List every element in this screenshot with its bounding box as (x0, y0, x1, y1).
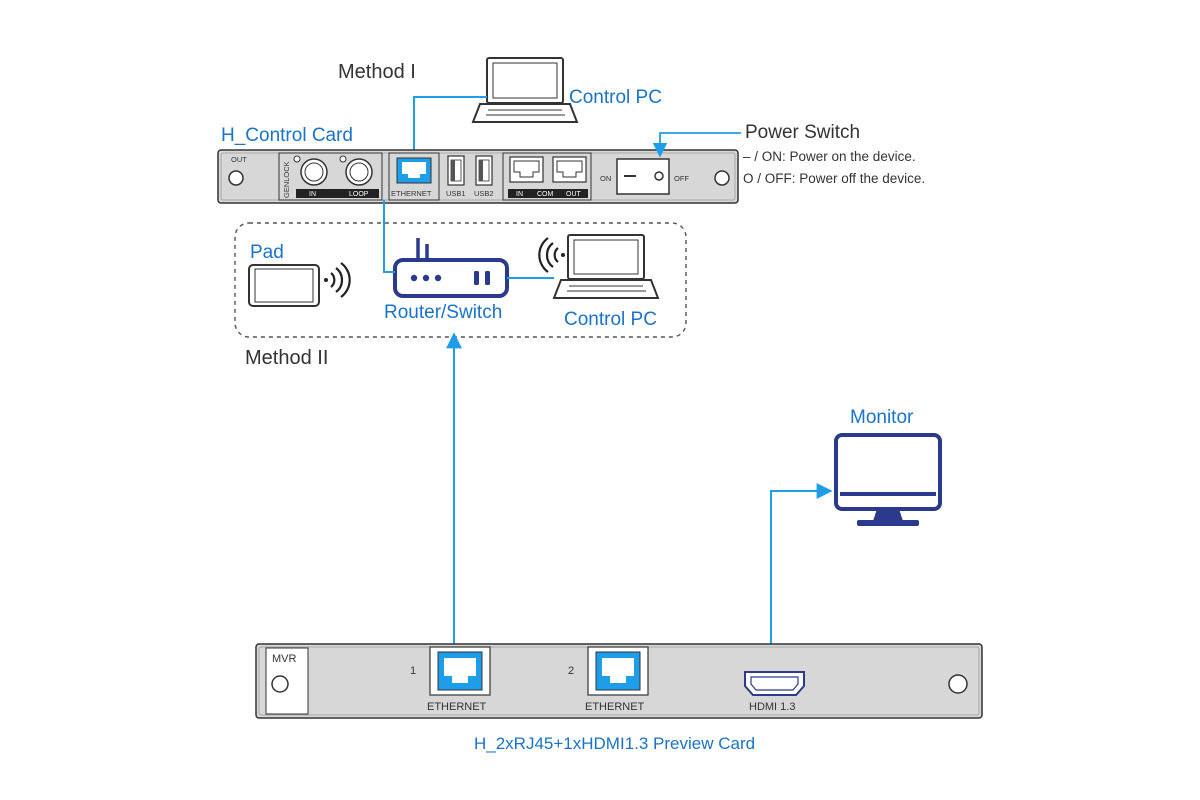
hdmi-port-icon[interactable] (744, 671, 805, 696)
router-label: Router/Switch (384, 302, 502, 323)
usb2-port-icon[interactable] (475, 155, 493, 186)
control-pc-label-2: Control PC (564, 309, 657, 330)
ethernet-port-1-icon[interactable] (429, 646, 491, 696)
hdmi-cable-to-monitor (770, 483, 833, 672)
ethernet-cable-router-to-card (383, 200, 395, 273)
bnc-in-connector-icon (293, 155, 328, 186)
power-switch-callout-line (652, 132, 741, 158)
ethernet-port-2-icon[interactable] (587, 646, 649, 696)
ethernet-2-label: ETHERNET (585, 701, 645, 713)
control-card-out-label: OUT (231, 155, 247, 164)
screw-hole-icon (271, 675, 289, 693)
genlock-label: GENLOCK (282, 161, 291, 198)
method-2-region (234, 222, 687, 338)
com-in-label: IN (516, 191, 523, 198)
ethernet-cable-method-1 (413, 96, 487, 158)
bnc-loop-connector-icon (339, 155, 373, 186)
com-out-port-icon[interactable] (552, 156, 587, 183)
power-switch-icon[interactable] (616, 158, 670, 195)
power-switch-title: Power Switch (745, 122, 860, 143)
com-in-port-icon[interactable] (509, 156, 544, 183)
hdmi-label: HDMI 1.3 (749, 701, 795, 713)
control-card-title: H_Control Card (221, 125, 353, 146)
pad-label: Pad (250, 242, 284, 263)
preview-card-caption: H_2xRJ45+1xHDMI1.3 Preview Card (474, 734, 755, 753)
genlock-label-bar (296, 189, 379, 198)
com-frame (502, 152, 592, 201)
power-switch-on-description: – / ON: Power on the device. (743, 149, 916, 164)
wifi-signal-icon (538, 237, 565, 273)
genlock-in-label: IN (309, 191, 316, 198)
genlock-loop-label: LOOP (349, 191, 369, 198)
com-label-bar (508, 189, 588, 198)
laptop-icon (552, 234, 660, 299)
port-2-number: 2 (568, 665, 574, 677)
usb1-port-icon[interactable] (447, 155, 465, 186)
switch-on-label: ON (600, 174, 611, 183)
laptop-icon (471, 57, 579, 123)
com-out-label: OUT (566, 191, 582, 198)
genlock-frame (278, 152, 383, 201)
switch-off-label: OFF (674, 174, 689, 183)
mvr-label: MVR (272, 653, 297, 665)
port-1-number: 1 (410, 665, 416, 677)
ethernet-1-label: ETHERNET (427, 701, 487, 713)
screw-hole-icon (714, 170, 730, 186)
monitor-label: Monitor (850, 407, 914, 428)
ethernet-port-icon[interactable] (396, 157, 432, 184)
control-card-ethernet-label: ETHERNET (391, 189, 432, 198)
screw-hole-icon (228, 170, 244, 186)
tablet-icon (248, 264, 320, 307)
method-1-label: Method I (338, 61, 416, 83)
control-pc-label-1: Control PC (569, 87, 662, 108)
wifi-signal-icon (324, 262, 351, 298)
usb2-label: USB2 (474, 189, 494, 198)
usb1-label: USB1 (446, 189, 466, 198)
router-icon (393, 238, 509, 298)
power-switch-off-description: O / OFF: Power off the device. (743, 171, 925, 186)
com-label: COM (537, 191, 554, 198)
control-card-ethernet-frame (388, 152, 440, 201)
method-2-label: Method II (245, 347, 328, 369)
screw-hole-icon (948, 674, 968, 694)
monitor-icon (834, 433, 942, 526)
